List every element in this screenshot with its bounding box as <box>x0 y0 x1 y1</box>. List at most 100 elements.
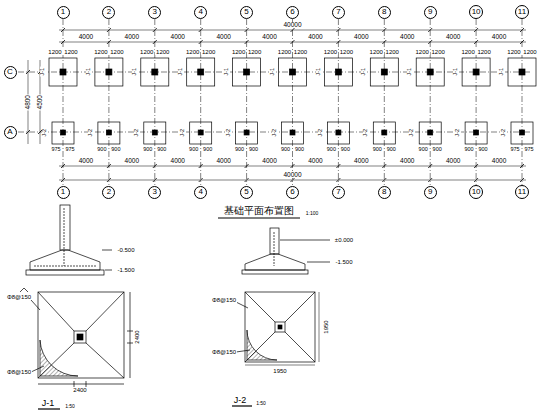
detail-annotation: 1950 <box>272 368 287 374</box>
dimension-text: J-1 <box>362 67 368 77</box>
footing-outline <box>152 130 157 135</box>
dimension-text: 1200 <box>201 49 216 55</box>
dimension-text: 900 <box>234 147 245 153</box>
axis-bubble: 9 <box>424 186 437 199</box>
dimension-text: 900 <box>202 147 213 153</box>
dimension-text: 4000 <box>399 158 415 165</box>
dimension-text: J-1 <box>270 67 276 77</box>
axis-number: 11 <box>518 8 526 16</box>
dimension-text: 1200 <box>293 49 308 55</box>
footing-outline <box>370 58 398 86</box>
footing-outline <box>98 122 120 144</box>
axis-number: 7 <box>336 188 340 196</box>
axis-number: 11 <box>518 188 526 196</box>
detail-annotation: -0.500 <box>116 247 135 253</box>
drawing-line <box>476 19 477 185</box>
dimension-text: J-2 <box>409 128 415 138</box>
axis-number: 8 <box>382 8 386 16</box>
axis-number: 4 <box>198 188 202 196</box>
dimension-text: 4000 <box>307 158 323 165</box>
axis-number: 10 <box>472 188 481 196</box>
footing-outline <box>236 122 258 144</box>
dimension-text: 4000 <box>124 158 140 165</box>
dimension-text: 900 <box>418 147 429 153</box>
footing-outline <box>244 130 249 135</box>
dimension-text: J-1 <box>499 67 505 77</box>
axis-number: 1 <box>61 8 65 16</box>
footing-outline <box>187 58 215 86</box>
dimension-text: 4000 <box>215 158 231 165</box>
drawing-line <box>26 130 30 134</box>
dimension-text: 4000 <box>445 34 461 41</box>
dimension-text: 1200 <box>506 49 521 55</box>
axis-number: 1 <box>61 188 65 196</box>
j2-section <box>242 228 330 274</box>
dimension-text: J-2 <box>226 128 232 138</box>
drawing-line <box>108 19 109 185</box>
footing-outline <box>335 69 341 75</box>
footing-outline <box>381 69 387 75</box>
dimension-text: 1200 <box>277 49 292 55</box>
detail-annotation: Φ8@150 <box>211 297 237 303</box>
axis-number: 6 <box>290 8 294 16</box>
dimension-text: J-2 <box>364 128 370 138</box>
dimension-text: J-1 <box>86 67 92 77</box>
axis-bubble: 10 <box>469 5 483 19</box>
detail-annotation: -1.500 <box>334 259 353 265</box>
axis-bubble: 4 <box>194 186 207 199</box>
detail-annotation: -1.500 <box>116 267 135 273</box>
j1-plan <box>31 292 133 409</box>
axis-number: 7 <box>336 8 340 16</box>
footing-outline <box>52 122 74 144</box>
axis-number: 2 <box>107 8 111 16</box>
footing-outline <box>427 69 433 75</box>
footing-outline <box>152 69 158 75</box>
axis-number: 4 <box>198 8 202 16</box>
dimension-text: 4000 <box>491 34 507 41</box>
dimension-text: J-2 <box>272 128 278 138</box>
dimension-text: 1200 <box>63 49 78 55</box>
dimension-text: 900 <box>142 147 153 153</box>
drawing-line <box>200 19 201 185</box>
drawing-line <box>59 42 526 43</box>
dimension-text: 1200 <box>415 49 430 55</box>
axis-number: 5 <box>244 8 248 16</box>
drawing-line <box>246 19 247 185</box>
footing-outline <box>279 58 307 86</box>
dimension-text: 1200 <box>47 49 62 55</box>
footing-outline <box>382 130 387 135</box>
dimension-text: 40000 <box>282 22 302 29</box>
drawing-line <box>292 19 293 185</box>
axis-number: 10 <box>472 8 481 16</box>
axis-bubble: 2 <box>102 6 115 19</box>
drawing-line <box>338 19 339 185</box>
drawing-line <box>26 70 30 74</box>
footing-outline <box>428 130 433 135</box>
dimension-text: 900 <box>188 147 199 153</box>
axis-bubble: 5 <box>240 6 253 19</box>
dimension-text: J-1 <box>453 67 459 77</box>
dimension-text: J-2 <box>42 128 48 138</box>
axis-number: 6 <box>290 188 294 196</box>
detail-annotation: 1:100 <box>305 211 320 216</box>
dimension-text: 4000 <box>170 158 186 165</box>
dimension-text: 900 <box>294 147 305 153</box>
axis-number: 2 <box>107 188 111 196</box>
detail-annotation: 1:50 <box>64 404 76 409</box>
footing-outline <box>373 122 395 144</box>
axis-bubble: 3 <box>148 186 161 199</box>
dimension-text: 975 <box>509 147 520 153</box>
dimension-text: 1200 <box>385 49 400 55</box>
axis-number: 9 <box>428 8 432 16</box>
footing-outline <box>60 69 66 75</box>
dimension-text: 1200 <box>369 49 384 55</box>
dimension-text: 1200 <box>109 49 124 55</box>
footing-outline <box>327 122 349 144</box>
footing-outline <box>473 69 479 75</box>
axis-bubble: 5 <box>240 186 253 199</box>
dimension-text: 975 <box>50 147 61 153</box>
axis-bubble: 1 <box>57 186 70 199</box>
footing-outline <box>49 58 77 86</box>
drawing-line <box>430 19 431 185</box>
footing-outline <box>511 122 533 144</box>
